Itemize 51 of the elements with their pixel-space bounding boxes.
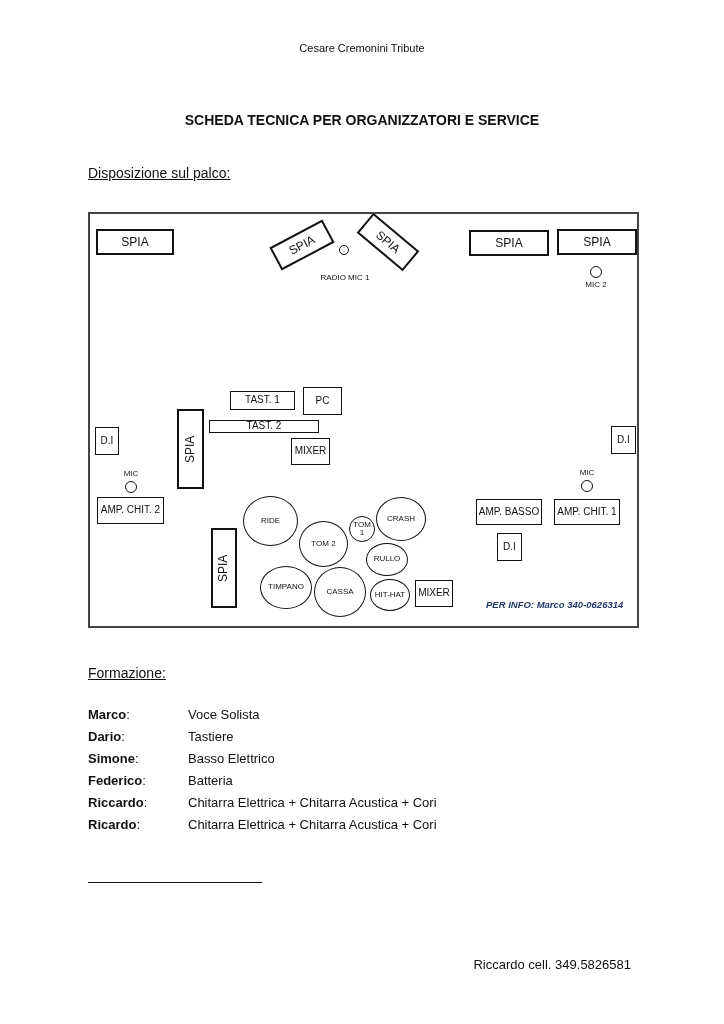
monitor-speaker: SPIA — [211, 528, 237, 608]
monitor-speaker: SPIA — [96, 229, 174, 255]
drum: HIT-HAT — [370, 579, 410, 611]
equipment-box: MIXER — [291, 438, 330, 465]
member-name: Federico: — [88, 773, 146, 788]
drum: TOM 2 — [299, 521, 348, 567]
mic-label: MIC — [122, 469, 140, 478]
microphone-symbol — [581, 480, 593, 492]
section-heading: Disposizione sul palco: — [88, 165, 231, 181]
equipment-box: D.I — [497, 533, 522, 561]
monitor-speaker: SPIA — [469, 230, 549, 256]
phone-number: Riccardo cell. 349.5826581 — [473, 957, 631, 972]
contact-note: PER INFO: Marco 340-0626314 — [486, 599, 624, 610]
mic-label: MIC — [578, 468, 596, 477]
microphone-symbol — [125, 481, 137, 493]
member-role: Tastiere — [188, 729, 234, 744]
member-name: Ricardo: — [88, 817, 141, 832]
equipment-box: AMP. BASSO — [476, 499, 542, 525]
drum: TIMPANO — [260, 566, 312, 609]
equipment-box: TAST. 1 — [230, 391, 295, 410]
equipment-box: PC — [303, 387, 342, 415]
drum: RIDE — [243, 496, 298, 546]
equipment-box: MIXER — [415, 580, 453, 607]
member-role: Voce Solista — [188, 707, 260, 722]
mic-label: MIC 2 — [584, 280, 608, 289]
page-title: SCHEDA TECNICA PER ORGANIZZATORI E SERVICE — [183, 112, 541, 128]
equipment-box: D.I — [95, 427, 119, 455]
equipment-box: D.I — [611, 426, 636, 454]
mic-label: RADIO MIC 1 — [320, 273, 370, 282]
equipment-box: AMP. CHIT. 2 — [97, 497, 164, 524]
member-name: Riccardo: — [88, 795, 148, 810]
microphone-symbol — [339, 245, 349, 255]
drum: CRASH — [376, 497, 426, 541]
microphone-symbol — [590, 266, 602, 278]
equipment-box: TAST. 2 — [209, 420, 319, 433]
equipment-box: AMP. CHIT. 1 — [554, 499, 620, 525]
member-name: Dario: — [88, 729, 125, 744]
monitor-speaker: SPIA — [269, 219, 335, 271]
section-heading: Formazione: — [88, 665, 166, 681]
drum: RULLO — [366, 543, 408, 576]
band-subtitle: Cesare Cremonini Tribute — [298, 42, 426, 54]
member-role: Basso Elettrico — [188, 751, 275, 766]
monitor-speaker: SPIA — [557, 229, 637, 255]
member-role: Batteria — [188, 773, 233, 788]
monitor-speaker: SPIA — [177, 409, 204, 489]
drum: CASSA — [314, 567, 366, 617]
member-name: Simone: — [88, 751, 139, 766]
member-role: Chitarra Elettrica + Chitarra Acustica + Cori — [188, 795, 437, 810]
member-role: Chitarra Elettrica + Chitarra Acustica + Cori — [188, 817, 437, 832]
drum: TOM 1 — [349, 516, 375, 542]
member-name: Marco: — [88, 707, 130, 722]
